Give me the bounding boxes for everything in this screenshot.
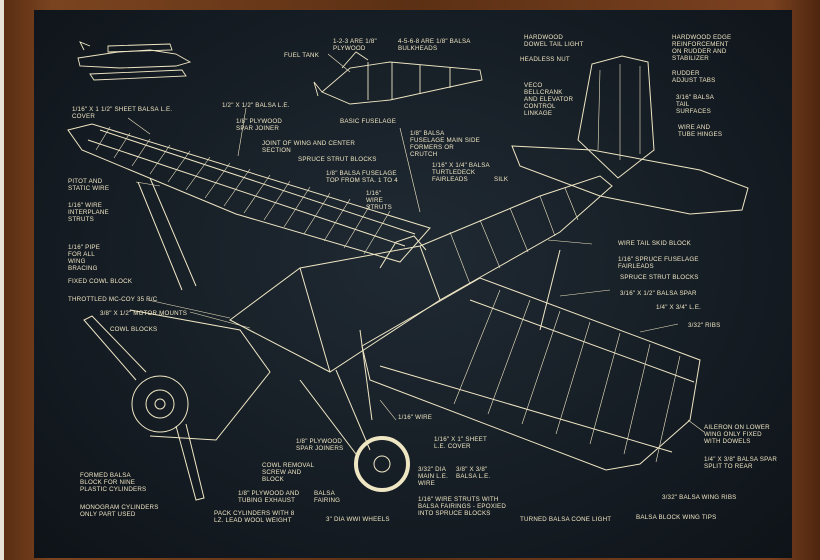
label-fuel-tank: FUEL TANK <box>284 52 320 59</box>
label-cowl-blocks: COWL BLOCKS <box>110 326 158 333</box>
label-rudder-tabs: RUDDER ADJUST TABS <box>672 70 716 84</box>
blueprint-board <box>34 10 792 558</box>
lower-wing <box>361 277 701 471</box>
label-monogram: MONOGRAM CYLINDERS ONLY PART USED <box>80 504 159 518</box>
label-wing-ribs: 3/32" BALSA WING RIBS <box>662 494 737 501</box>
label-wheels: 3" DIA WWI WHEELS <box>326 516 390 523</box>
label-throttled: THROTTLED MC-COY 35 R/C <box>68 296 158 303</box>
label-fuselage-formers: 1/8" BALSA FUSELAGE MAIN SIDE FORMERS OR… <box>410 130 480 158</box>
label-le-14: 1/4" X 3/4" L.E. <box>656 304 702 311</box>
label-ribs: 3/32" RIBS <box>688 322 721 329</box>
label-pack-cylinders: PACK CYLINDERS WITH 8 LZ. LEAD WOOL WEIG… <box>214 510 295 524</box>
label-balsa-le: 1/2" X 1/2" BALSA L.E. <box>222 102 290 109</box>
fuselage <box>229 175 613 373</box>
label-fixed-cowl: FIXED COWL BLOCK <box>68 278 133 285</box>
label-dia-main: 3/32" DIA MAIN L.E. WIRE <box>418 466 448 487</box>
label-bulkheads: 4-5-6-8 ARE 1/8" BALSA BULKHEADS <box>398 38 471 52</box>
label-hardwood-edge: HARDWOOD EDGE REINFORCEMENT ON RUDDER AN… <box>672 34 732 62</box>
upper-wing <box>67 123 431 263</box>
engine-propeller <box>83 309 271 501</box>
label-plywood-spar-joiners: 1/8" PLYWOOD SPAR JOINERS <box>296 438 344 452</box>
label-spar-joiner: 1/8" PLYWOOD SPAR JOINER <box>236 118 283 132</box>
landing-gear <box>299 369 410 492</box>
label-wing-bracing: 1/16" PIPE FOR ALL WING BRACING <box>68 244 101 272</box>
label-balsa-spar: 3/16" X 1/2" BALSA SPAR <box>620 290 697 297</box>
label-balsa-spar-2: 1/4" X 3/8" BALSA SPAR SPLIT TO REAR <box>704 456 777 470</box>
label-formed-balsa: FORMED BALSA BLOCK FOR NINE PLASTIC CYLI… <box>80 472 147 493</box>
label-interplane: 1/16" WIRE INTERPLANE STRUTS <box>68 202 109 223</box>
label-headless-nut: HEADLESS NUT <box>520 56 570 63</box>
label-veco-bellcrank: VECO BELLCRANK AND ELEVATOR CONTROL LINK… <box>524 82 574 117</box>
label-wing-tips: BALSA BLOCK WING TIPS <box>636 514 717 521</box>
label-wire-struts: 1/16" WIRE STRUTS <box>366 190 392 211</box>
wing-struts <box>137 177 561 421</box>
label-motor-mounts: 3/8" X 1/2" MOTOR MOUNTS <box>100 310 188 317</box>
label-sheet-balsa-le: 1/16" X 1 1/2" SHEET BALSA L.E. COVER <box>72 106 173 120</box>
label-balsa-fairing: BALSA FAIRING <box>314 490 341 504</box>
tail-surfaces <box>511 55 749 215</box>
label-basic-fuselage: BASIC FUSELAGE <box>340 118 397 125</box>
label-plywood: 1-2-3 ARE 1/8" PLYWOOD <box>333 38 377 52</box>
label-plywood-tubing: 1/8" PLYWOOD AND TUBING EXHAUST <box>238 490 300 504</box>
label-fuselage-top: 1/8" BALSA FUSELAGE TOP FROM STA. 1 TO 4 <box>326 170 398 184</box>
label-balsa-38: 3/8" X 3/8" BALSA L.E. <box>456 466 491 480</box>
label-wire-tube-hinges: WIRE AND TUBE HINGES <box>678 124 723 138</box>
label-sheet-le-cover: 1/16" X 1" SHEET L.E. COVER <box>434 436 487 450</box>
label-pitot: PITOT AND STATIC WIRE <box>68 178 110 192</box>
label-wire-struts-balsa: 1/16" WIRE STRUTS WITH BALSA FAIRINGS - … <box>418 496 507 517</box>
label-silk: SILK <box>494 176 509 183</box>
label-turtledeck: 1/16" X 1/4" BALSA TURTLEDECK FAIRLEADS <box>432 162 490 183</box>
label-dowel-tail-light: HARDWOOD DOWEL TAIL LIGHT <box>524 34 584 48</box>
label-aileron: AILERON ON LOWER WING ONLY FIXED WITH DO… <box>704 424 770 445</box>
label-wire-116: 1/16" WIRE <box>398 414 433 421</box>
label-fairleads: 1/16" SPRUCE FUSELAGE FAIRLEADS <box>618 256 699 270</box>
label-tail-skid: WIRE TAIL SKID BLOCK <box>618 240 691 247</box>
label-balsa-tail: 3/16" BALSA TAIL SURFACES <box>676 94 714 115</box>
leader-lines <box>127 53 705 433</box>
fuselage-sketch <box>313 51 483 105</box>
label-joint-wing: JOINT OF WING AND CENTER SECTION <box>262 140 356 154</box>
label-turned-cone: TURNED BALSA CONE LIGHT <box>520 516 612 523</box>
label-spruce-blocks-2: SPRUCE STRUT BLOCKS <box>620 274 699 281</box>
seaplane-sketch <box>77 41 192 81</box>
label-cowl-removal: COWL REMOVAL SCREW AND BLOCK <box>262 462 315 483</box>
label-spruce-strut-blocks: SPRUCE STRUT BLOCKS <box>298 156 377 163</box>
